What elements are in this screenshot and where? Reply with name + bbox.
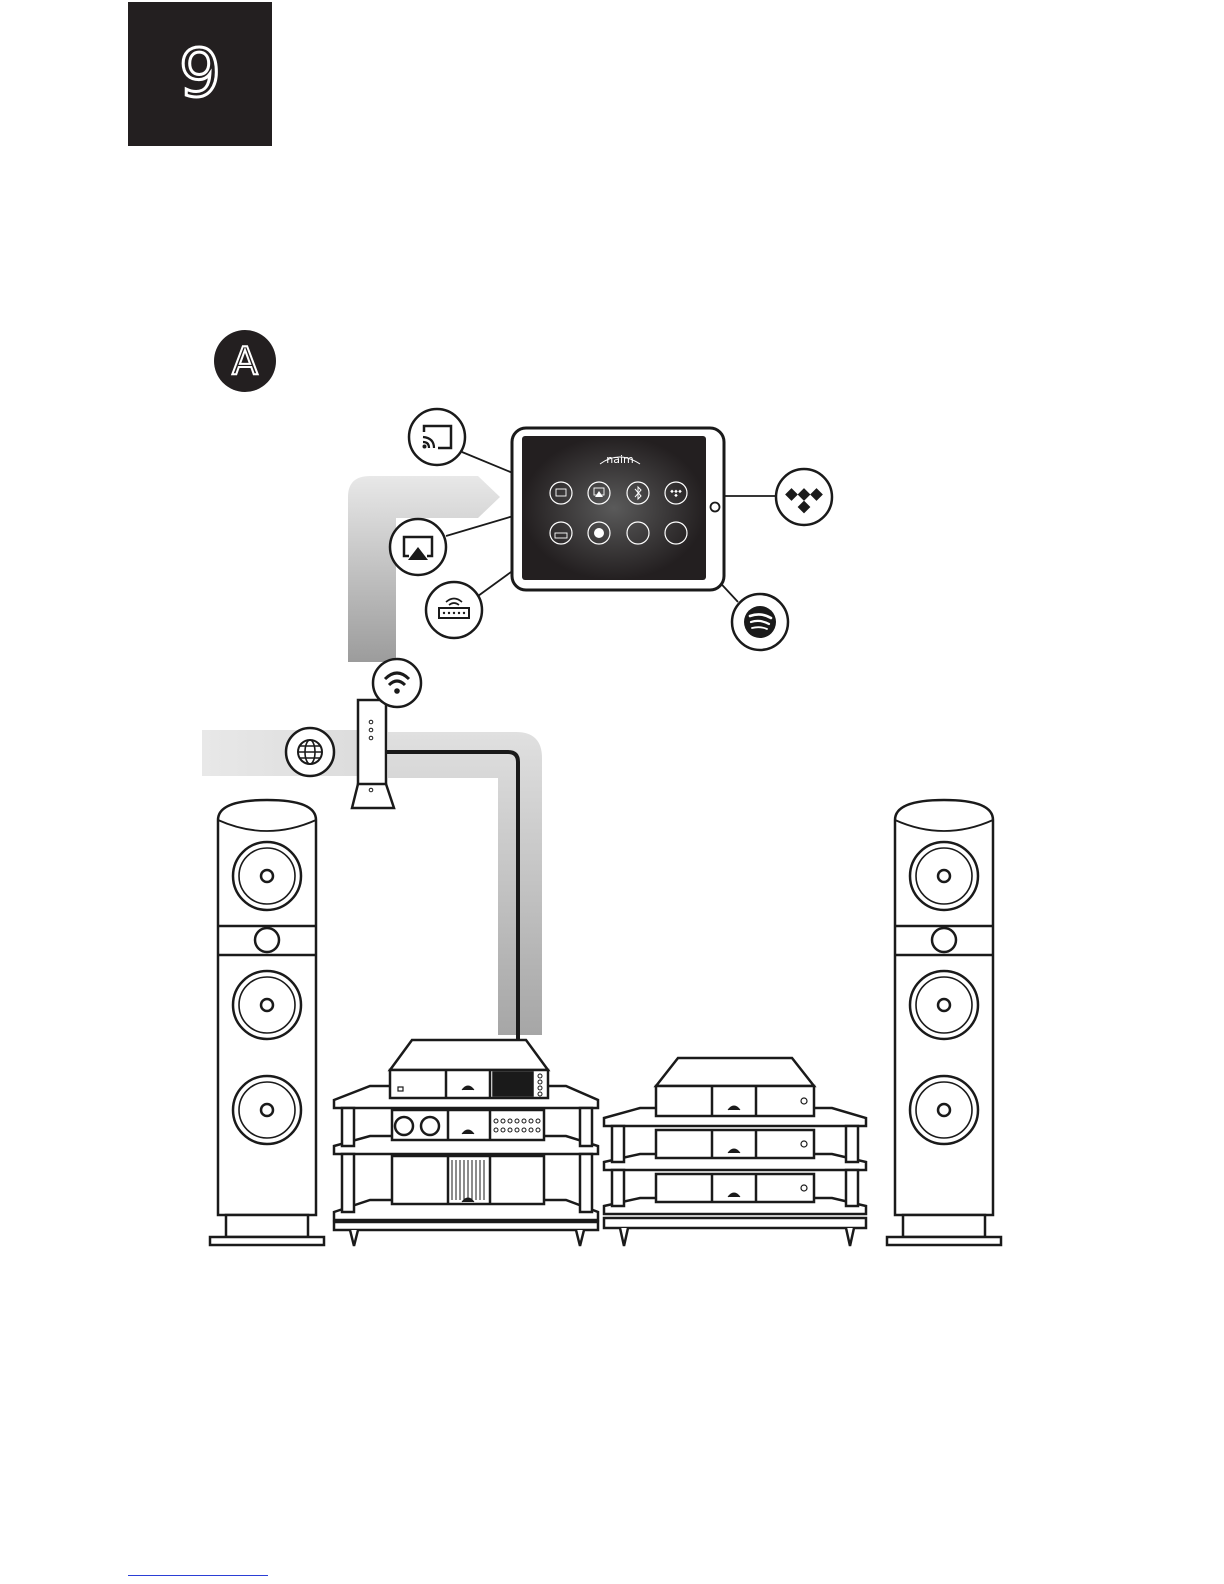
airplay-icon (390, 519, 446, 575)
right-rack (604, 1058, 866, 1246)
tablet: naim (512, 428, 724, 590)
globe-icon (286, 728, 334, 776)
tablet-brand: naim (606, 453, 633, 466)
wifi-icon (373, 659, 421, 707)
left-speaker (210, 800, 324, 1245)
left-rack (334, 1040, 598, 1246)
tidal-icon (776, 469, 832, 525)
internet-radio-icon (426, 582, 482, 638)
chromecast-icon (409, 409, 465, 465)
right-speaker (887, 800, 1001, 1245)
footer-rule (128, 1575, 268, 1576)
spotify-icon (732, 594, 788, 650)
